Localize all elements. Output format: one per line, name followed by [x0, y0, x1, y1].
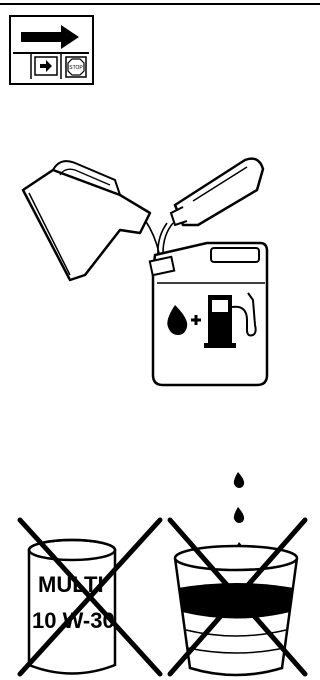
procedure-sign: STOP — [9, 15, 94, 85]
fuel-canister-icon — [150, 243, 267, 385]
stop-label: STOP — [69, 65, 83, 71]
pour-streams — [145, 220, 173, 255]
stop-icon: STOP — [64, 55, 88, 79]
prohibited-disposal-figure: MULTI 10 W-30 — [0, 460, 320, 680]
refuel-figure — [15, 155, 275, 390]
measuring-jug-icon — [23, 161, 150, 280]
oil-bottle-icon — [171, 159, 263, 225]
waste-oil-bucket-icon — [175, 546, 297, 675]
top-rule — [0, 3, 320, 5]
start-arrow-icon — [39, 60, 53, 72]
